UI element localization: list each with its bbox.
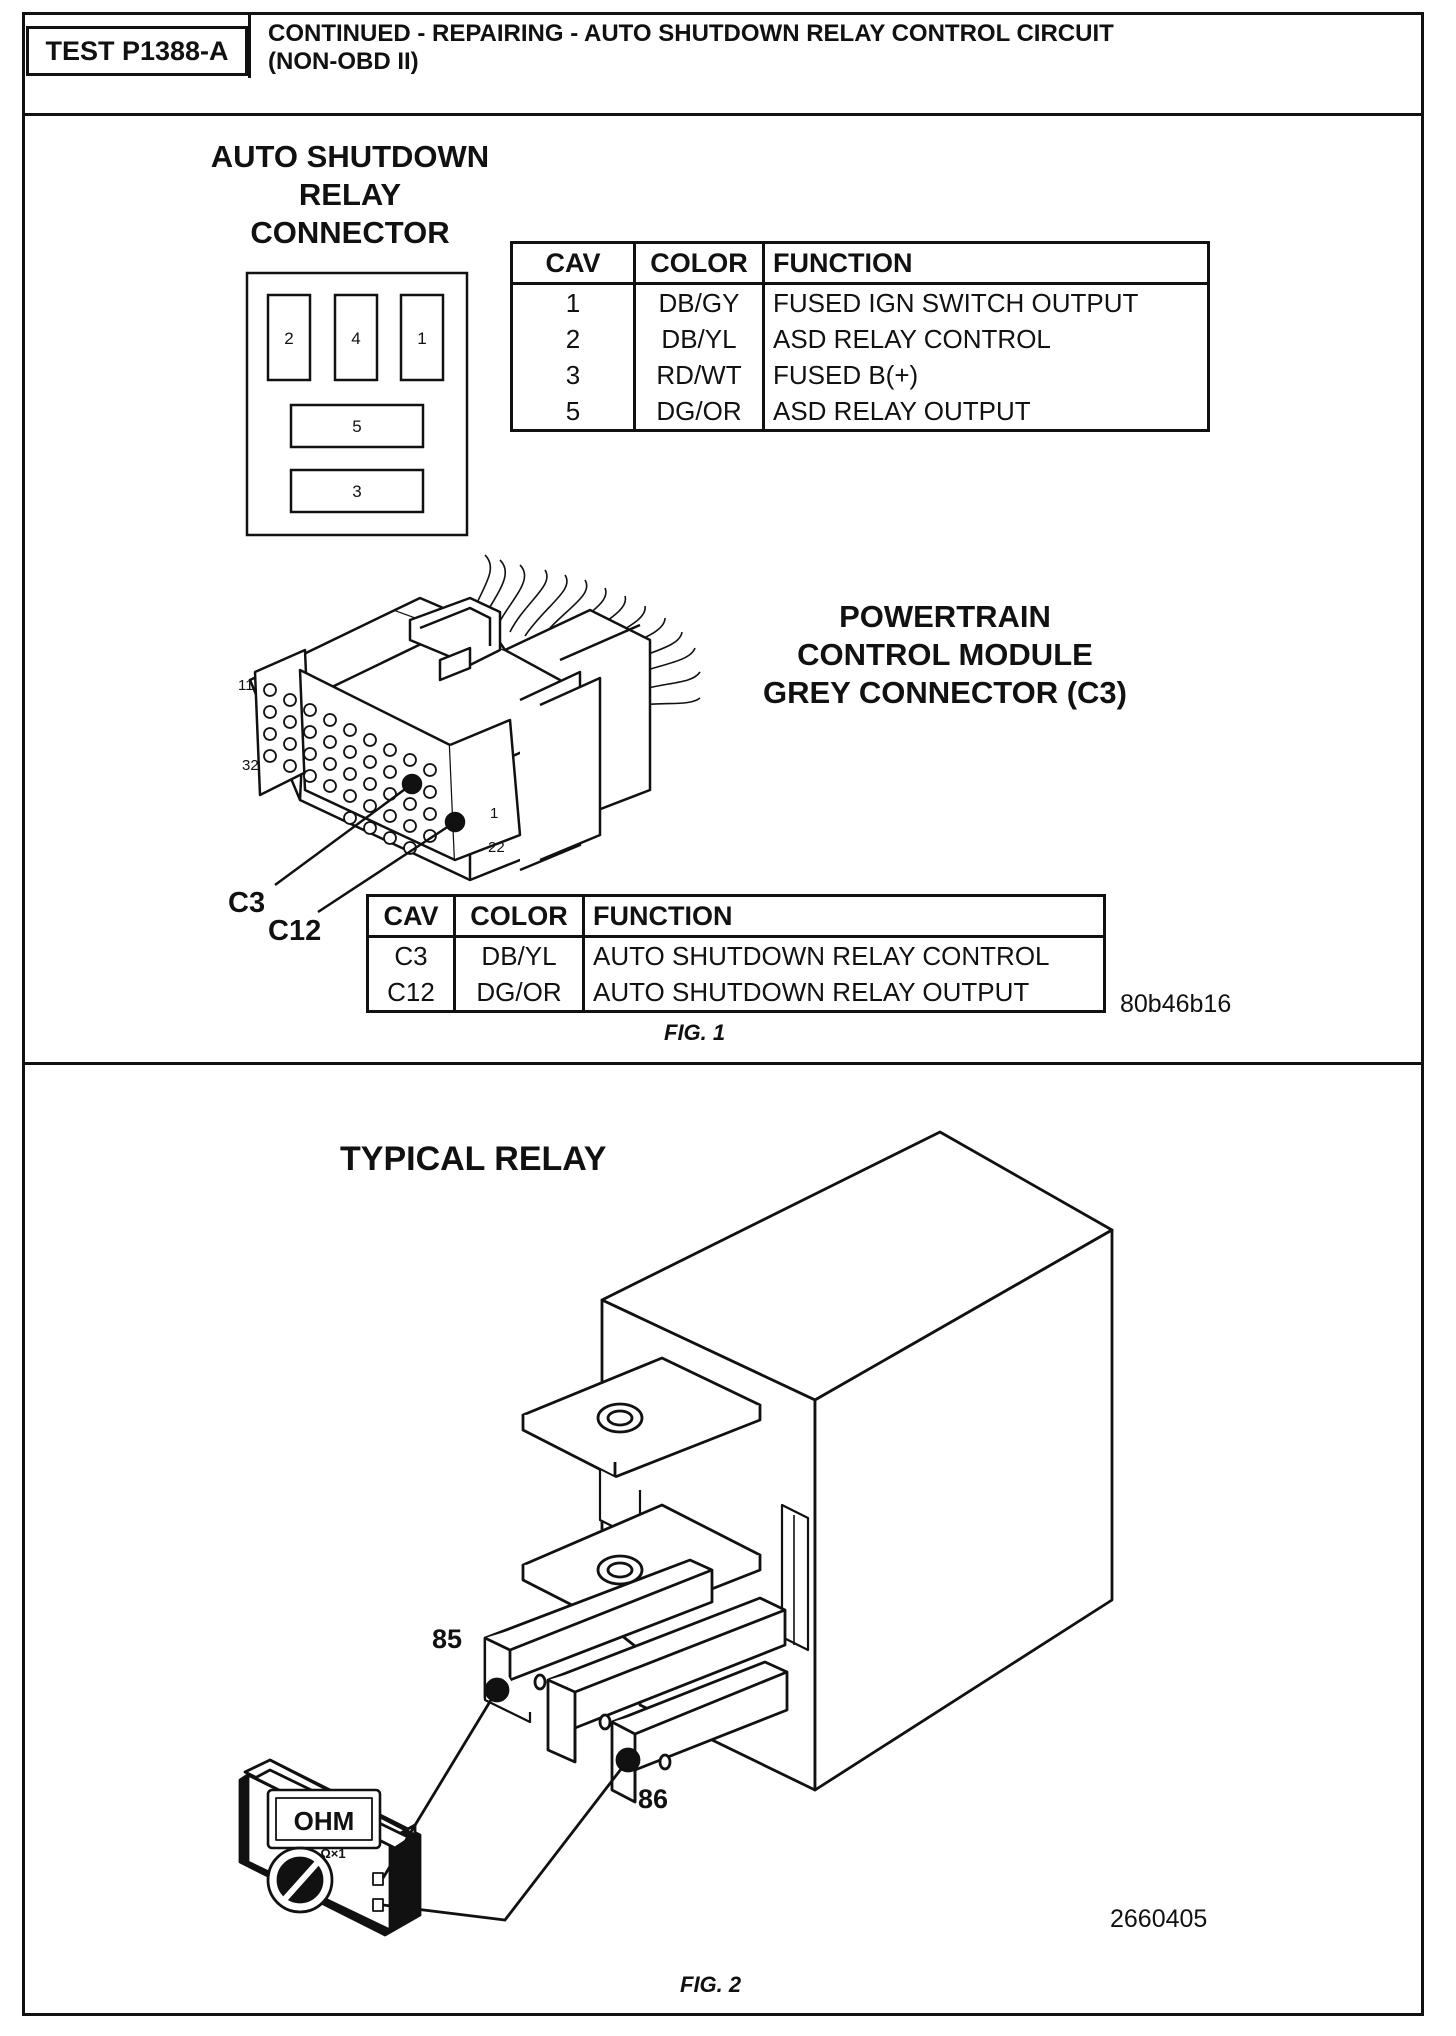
cell-function: FUSED IGN SWITCH OUTPUT [762,283,1210,321]
col-header-cav: CAV [366,894,456,938]
pin-callout-lines [274,782,456,914]
figure-divider-rule [22,1062,1424,1065]
asd-connector-outline [245,271,469,537]
cell-function: FUSED B(+) [762,357,1210,393]
asd-cavity-label: 2 [284,329,293,348]
pcm-pinout-table: CAV COLOR FUNCTION C3 DB/YL AUTO SHUTDOW… [366,894,1106,1013]
pcm-pin-number: 32 [242,757,259,774]
asd-cavity-label: 4 [351,329,360,348]
cell-color: DB/GY [633,283,765,321]
terminal-hole-inner [606,1561,634,1579]
asd-cavity-label: 3 [352,482,361,501]
cell-function: ASD RELAY OUTPUT [762,393,1210,432]
fig1-caption: FIG. 1 [664,1020,726,1045]
terminal-hole-inner [606,1409,634,1427]
typical-relay-title: TYPICAL RELAY [340,1140,607,1178]
pin-callout-c3: C3 [228,887,265,919]
col-header-color: COLOR [633,241,765,285]
table-row: C12 DG/OR AUTO SHUTDOWN RELAY OUTPUT [366,974,1106,1013]
asd-cavity-3 [289,468,425,514]
asd-cavity-5 [289,403,425,449]
page-title-line-1: CONTINUED - REPAIRING - AUTO SHUTDOWN RE… [268,20,1114,47]
header-bottom-rule [22,113,1424,116]
asd-pinout-table: CAV COLOR FUNCTION 1 DB/GY FUSED IGN SWI… [510,241,1210,432]
page-frame [22,12,1424,2016]
col-header-cav: CAV [510,241,636,285]
asd-cavity-label: 5 [352,417,361,436]
meter-range-label: Ω×1 [320,1846,345,1861]
asd-connector-label: AUTO SHUTDOWN RELAY CONNECTOR [190,138,510,252]
cell-function: AUTO SHUTDOWN RELAY OUTPUT [582,974,1106,1013]
pin-callout-c12: C12 [268,915,321,947]
col-header-function: FUNCTION [582,894,1106,938]
page-title: CONTINUED - REPAIRING - AUTO SHUTDOWN RE… [268,20,1408,76]
pcm-pin-number: 1 [490,805,498,822]
test-leads [381,1689,630,1922]
header-divider [248,12,251,78]
asd-label-line-1: AUTO SHUTDOWN [210,139,490,174]
pcm-connector-drawing [248,554,701,882]
pcm-label-line-3: GREY CONNECTOR (C3) [762,675,1127,710]
cell-color: RD/WT [633,357,765,393]
cell-cav: C12 [366,974,456,1013]
table-row: 1 DB/GY FUSED IGN SWITCH OUTPUT [510,283,1210,321]
meter-jack [372,1872,384,1886]
table-header-row: CAV COLOR FUNCTION [366,894,1106,938]
asd-label-line-3: CONNECTOR [250,215,450,250]
ohmmeter [238,1758,422,1937]
asd-connector-face [245,271,469,537]
meter-display-text: OHM [294,1806,355,1836]
cell-function: ASD RELAY CONTROL [762,321,1210,357]
cell-color: DB/YL [633,321,765,357]
cell-color: DB/YL [453,936,585,974]
pcm-pin-number: 22 [488,839,505,856]
table-header-row: CAV COLOR FUNCTION [510,241,1210,285]
terminal-label-85: 85 [432,1624,462,1654]
asd-cavity-4 [333,293,379,382]
cell-color: DG/OR [453,974,585,1013]
meter-jack [372,1898,384,1912]
table-row: 3 RD/WT FUSED B(+) [510,357,1210,393]
pcm-pin-cavities [263,683,437,855]
terminal-label-86: 86 [638,1784,668,1814]
asd-cavity-label: 1 [417,329,426,348]
cell-cav: 3 [510,357,636,393]
asd-label-line-2: RELAY [298,177,402,212]
cell-cav: 1 [510,283,636,321]
table-row: 2 DB/YL ASD RELAY CONTROL [510,321,1210,357]
pcm-label-line-2: CONTROL MODULE [797,637,1093,672]
cell-function: AUTO SHUTDOWN RELAY CONTROL [582,936,1106,974]
table-row: C3 DB/YL AUTO SHUTDOWN RELAY CONTROL [366,936,1106,974]
fig2-image-code: 2660405 [1110,1905,1208,1933]
pcm-connector-label: POWERTRAIN CONTROL MODULE GREY CONNECTOR… [730,598,1160,712]
page-title-line-2: (NON-OBD II) [268,48,419,75]
cell-cav: C3 [366,936,456,974]
table-row: 5 DG/OR ASD RELAY OUTPUT [510,393,1210,432]
fig2-caption: FIG. 2 [680,1972,742,1997]
asd-cavity-2 [266,293,312,382]
relay-drawing [483,1130,1114,1804]
test-id-box: TEST P1388-A [26,26,248,76]
col-header-function: FUNCTION [762,241,1210,285]
cell-color: DG/OR [633,393,765,432]
col-header-color: COLOR [453,894,585,938]
asd-cavity-1 [399,293,445,382]
test-id: TEST P1388-A [45,35,229,66]
pcm-label-line-1: POWERTRAIN [839,599,1051,634]
cell-cav: 2 [510,321,636,357]
pcm-pin-number: 11 [238,677,254,694]
cell-cav: 5 [510,393,636,432]
fig1-image-code: 80b46b16 [1120,990,1232,1018]
